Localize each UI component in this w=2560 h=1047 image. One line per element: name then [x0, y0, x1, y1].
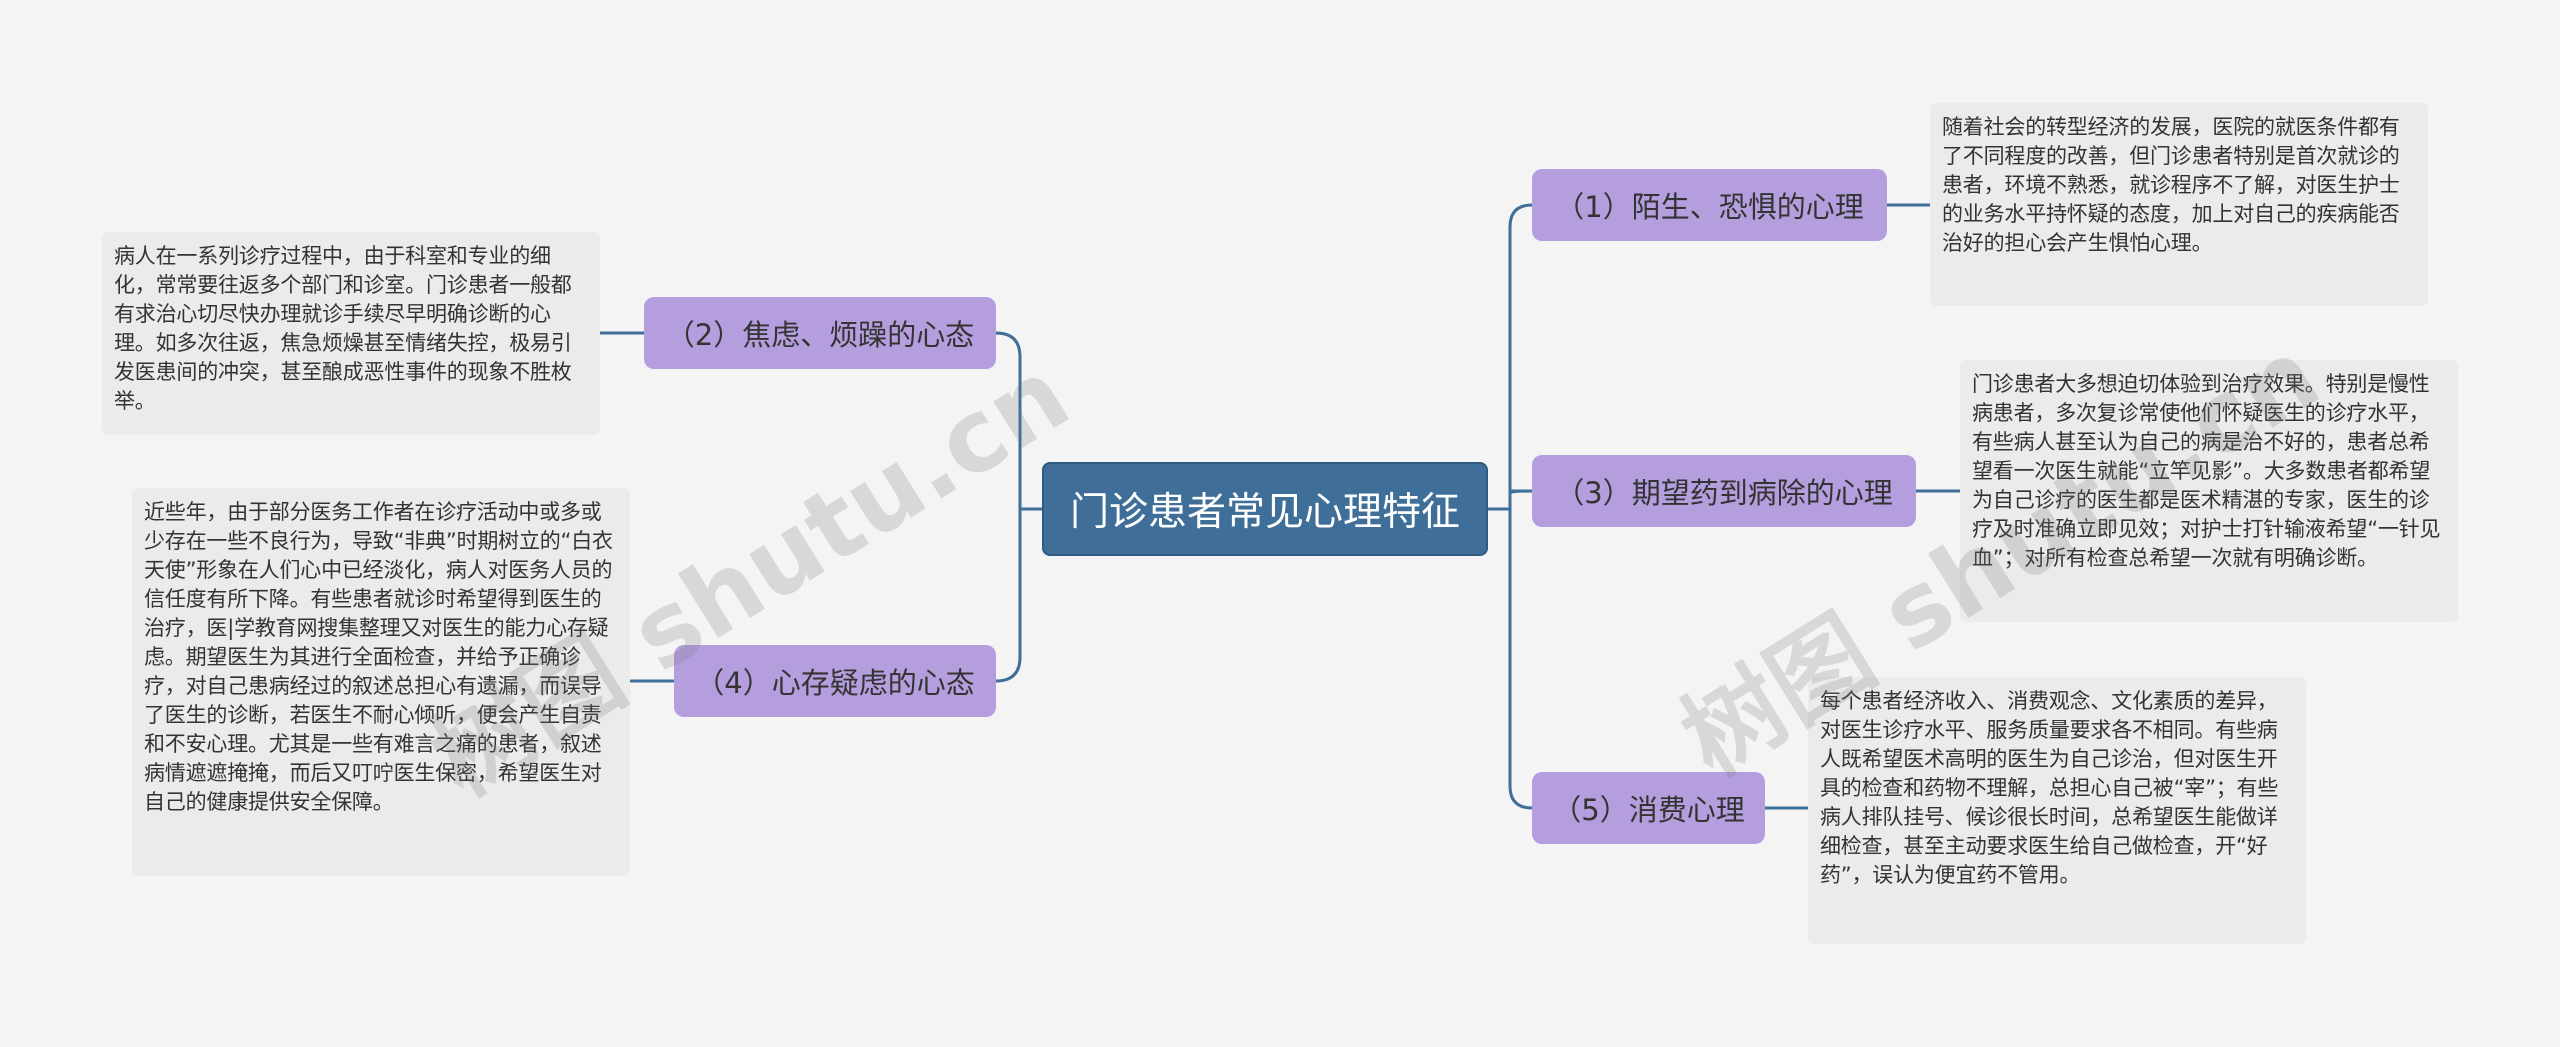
note-5: 每个患者经济收入、消费观念、文化素质的差异，对医生诊疗水平、服务质量要求各不相同…: [1808, 677, 2306, 944]
branch-topic-5[interactable]: （5）消费心理: [1532, 772, 1765, 844]
branch-topic-3[interactable]: （3）期望药到病除的心理: [1532, 455, 1916, 527]
connector-right-trunk: [1508, 203, 1533, 810]
connector-left-trunk: [995, 331, 1022, 683]
branch-topic-2[interactable]: （2）焦虑、烦躁的心态: [644, 297, 996, 369]
central-topic[interactable]: 门诊患者常见心理特征: [1042, 462, 1488, 556]
branch-topic-4[interactable]: （4）心存疑虑的心态: [674, 645, 996, 717]
branch-topic-1[interactable]: （1）陌生、恐惧的心理: [1532, 169, 1887, 241]
note-1: 随着社会的转型经济的发展，医院的就医条件都有了不同程度的改善，但门诊患者特别是首…: [1930, 103, 2428, 306]
note-3: 门诊患者大多想迫切体验到治疗效果。特别是慢性病患者，多次复诊常使他们怀疑医生的诊…: [1960, 360, 2458, 622]
connector-to-branch-3: [1508, 489, 1533, 505]
note-2: 病人在一系列诊疗过程中，由于科室和专业的细化，常常要往返多个部门和诊室。门诊患者…: [102, 232, 600, 435]
note-4: 近些年，由于部分医务工作者在诊疗活动中或多或少存在一些不良行为，导致“非典”时期…: [132, 488, 630, 876]
